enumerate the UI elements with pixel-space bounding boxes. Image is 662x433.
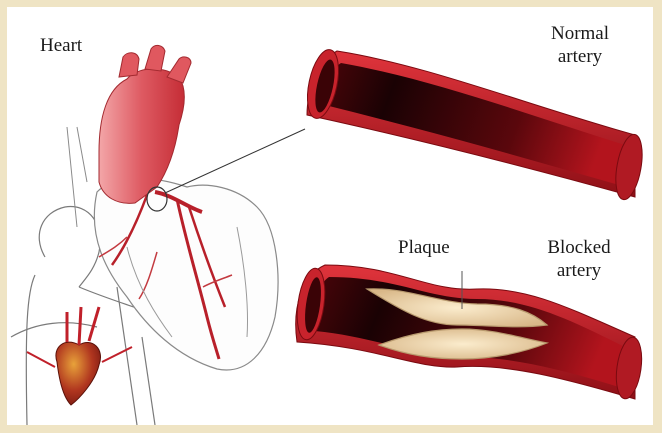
blocked-artery-label-line1: Blocked bbox=[534, 236, 624, 259]
heart-label: Heart bbox=[40, 34, 82, 57]
small-heart-graphic bbox=[27, 307, 132, 405]
blocked-artery-label: Blocked artery bbox=[534, 236, 624, 282]
heart-graphic bbox=[67, 45, 305, 370]
normal-artery-label-line1: Normal bbox=[535, 22, 625, 45]
illustration-panel: Heart Normal artery Plaque Blocked arter… bbox=[7, 7, 653, 425]
normal-artery-label: Normal artery bbox=[535, 22, 625, 68]
plaque-label: Plaque bbox=[398, 236, 450, 259]
blocked-artery-label-line2: artery bbox=[534, 259, 624, 282]
artery-illustration bbox=[7, 7, 653, 425]
callout-line bbox=[165, 129, 305, 193]
normal-artery-label-line2: artery bbox=[535, 45, 625, 68]
blocked-artery-graphic bbox=[293, 265, 645, 400]
normal-artery-graphic bbox=[302, 47, 647, 202]
